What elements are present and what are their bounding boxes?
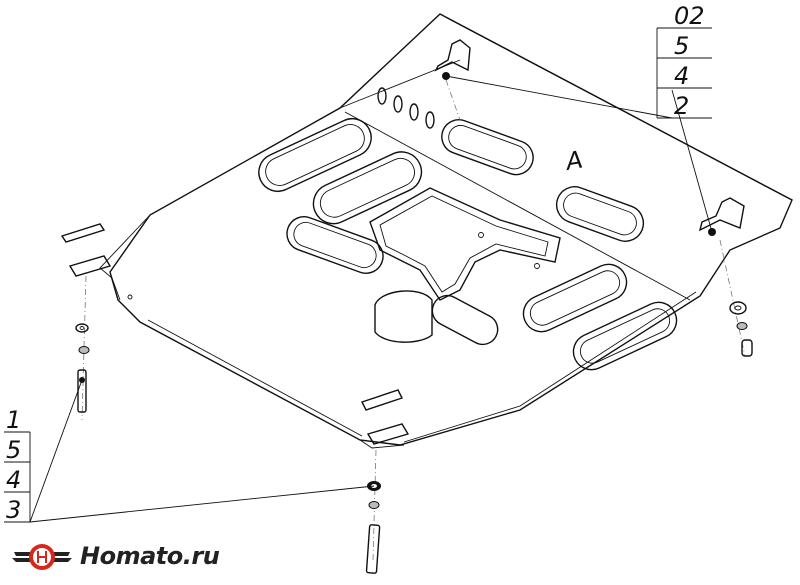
callout-label: 3 — [6, 496, 21, 524]
leader-lines — [29, 75, 713, 523]
brackets — [60, 39, 745, 445]
callout-label: 1 — [6, 406, 21, 434]
callout-label: 2 — [674, 92, 689, 120]
callout-top-right: 02 5 4 2 — [656, 2, 712, 120]
winged-h-logo-icon — [12, 544, 72, 570]
fastener-stack-right — [729, 301, 753, 357]
callout-label: 4 — [674, 62, 689, 90]
callout-label: 4 — [6, 466, 21, 494]
logo-text: Homato.ru — [80, 542, 220, 570]
callout-label: 5 — [6, 436, 21, 464]
axis-lines — [81, 79, 746, 561]
callout-label: 5 — [674, 32, 689, 60]
plate-mark: A — [562, 145, 585, 176]
fastener-stack-left — [75, 323, 90, 413]
fastener-stack-middle — [365, 481, 381, 574]
mounting-holes — [127, 87, 540, 343]
ventilation-slots — [258, 117, 678, 371]
callout-label: 02 — [674, 2, 705, 30]
homato-logo: Homato.ru — [10, 536, 220, 576]
callout-bottom-left: 1 5 4 3 — [4, 406, 31, 524]
